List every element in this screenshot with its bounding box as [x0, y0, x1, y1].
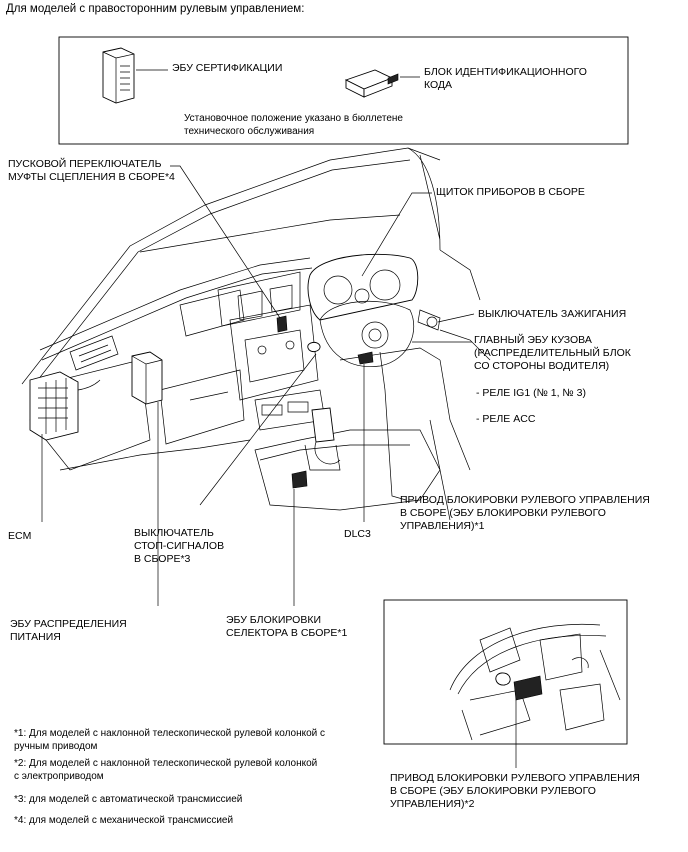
inset-box [383, 599, 628, 745]
label-power-dist-ecu: ЭБУ РАСПРЕДЕЛЕНИЯ ПИТАНИЯ [10, 618, 127, 643]
label-steering-lock-2: ПРИВОД БЛОКИРОВКИ РУЛЕВОГО УПРАВЛЕНИЯ В … [390, 772, 640, 810]
label-stop-light-switch: ВЫКЛЮЧАТЕЛЬ СТОП-СИГНАЛОВ В СБОРЕ*3 [134, 527, 225, 565]
install-note: Установочное положение указано в бюллете… [184, 113, 403, 137]
label-cert-ecu: ЭБУ СЕРТИФИКАЦИИ [172, 62, 283, 74]
top-info-box [58, 36, 629, 145]
footnote-2: *2: Для моделей с наклонной телескопичес… [14, 758, 318, 782]
label-relay-acc: - РЕЛЕ ACC [476, 413, 536, 425]
label-clutch-start-switch: ПУСКОВОЙ ПЕРЕКЛЮЧАТЕЛЬ МУФТЫ СЦЕПЛЕНИЯ В… [8, 158, 175, 183]
label-steering-lock-1: ПРИВОД БЛОКИРОВКИ РУЛЕВОГО УПРАВЛЕНИЯ В … [400, 494, 650, 532]
label-main-body-ecu: ГЛАВНЫЙ ЭБУ КУЗОВА (РАСПРЕДЕЛИТЕЛЬНЫЙ БЛ… [474, 334, 631, 372]
inset-drawing [449, 623, 621, 741]
label-ecm: ECM [8, 530, 32, 542]
label-dlc3: DLC3 [344, 528, 371, 540]
leader-lines [41, 165, 475, 606]
footnote-4: *4: для моделей с механической трансмисс… [14, 815, 234, 826]
label-relay-ig1: - РЕЛЕ IG1 (№ 1, № 3) [476, 387, 586, 399]
footnote-3: *3: для моделей с автоматической трансми… [14, 794, 243, 805]
certification-ecu-icon [102, 47, 135, 104]
label-shift-lock-ecu: ЭБУ БЛОКИРОВКИ СЕЛЕКТОРА В СБОРЕ*1 [226, 614, 348, 639]
label-ignition-switch: ВЫКЛЮЧАТЕЛЬ ЗАЖИГАНИЯ [478, 308, 627, 320]
ecm-drawing [29, 371, 101, 441]
dashboard-drawing [21, 147, 491, 521]
label-id-code-box: БЛОК ИДЕНТИФИКАЦИОННОГО КОДА [424, 66, 587, 91]
id-code-box-icon [344, 69, 399, 98]
label-combination-meter: ЩИТОК ПРИБОРОВ В СБОРЕ [436, 186, 585, 198]
power-dist-ecu-drawing [131, 351, 163, 405]
footnote-1: *1: Для моделей с наклонной телескопичес… [14, 728, 326, 752]
page-header: Для моделей с правосторонним рулевым упр… [6, 3, 305, 15]
